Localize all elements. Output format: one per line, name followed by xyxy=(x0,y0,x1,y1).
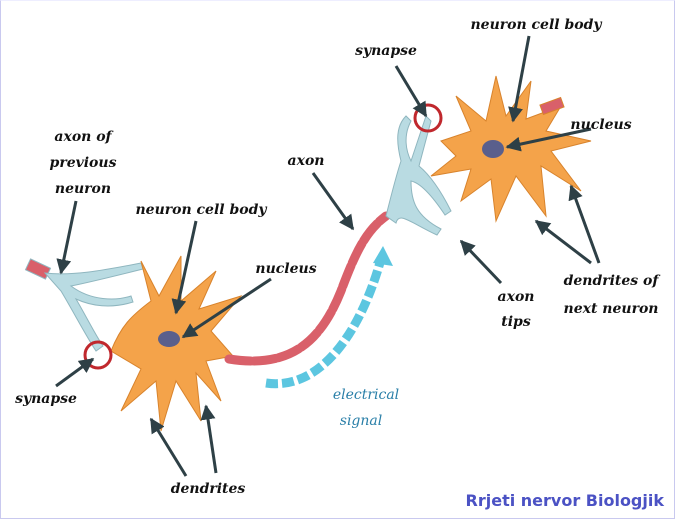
synapse-ring-2 xyxy=(413,103,443,133)
label-axon-tips-1: axon xyxy=(498,289,535,305)
pointer-arrows xyxy=(55,35,601,477)
nucleus-1 xyxy=(158,331,180,347)
labels: axon of previous neuron neuron cell body… xyxy=(15,17,661,497)
label-neuron-cell-body-2: neuron cell body xyxy=(470,17,602,33)
label-axon: axon xyxy=(288,153,325,169)
label-neuron-cell-body-1: neuron cell body xyxy=(135,202,267,218)
axon-myelin xyxy=(224,211,391,366)
previous-axon-tips xyxy=(24,258,144,352)
label-neuron: neuron xyxy=(55,181,111,197)
label-axon-tips-2: tips xyxy=(501,314,531,330)
neuron-2-cell-body xyxy=(430,75,592,223)
label-synapse-2: synapse xyxy=(355,43,417,59)
label-previous: previous xyxy=(50,155,117,171)
label-synapse-1: synapse xyxy=(15,391,77,407)
caption: Rrjeti nervor Biologjik xyxy=(465,491,664,510)
label-signal: signal xyxy=(340,413,382,429)
label-axon-of: axon of xyxy=(54,129,114,145)
electrical-signal-arrow xyxy=(265,257,386,389)
signal-arrowhead xyxy=(373,246,393,266)
label-dendrites-of: dendrites of xyxy=(564,273,662,289)
label-nucleus-2: nucleus xyxy=(570,117,631,133)
label-electrical: electrical xyxy=(333,387,399,403)
label-dendrites: dendrites xyxy=(171,481,246,497)
synapse-ring-1 xyxy=(83,340,113,370)
label-next-neuron: next neuron xyxy=(564,301,659,317)
label-nucleus-1: nucleus xyxy=(255,261,316,277)
nucleus-2 xyxy=(482,140,504,158)
axon-tips xyxy=(385,115,452,236)
